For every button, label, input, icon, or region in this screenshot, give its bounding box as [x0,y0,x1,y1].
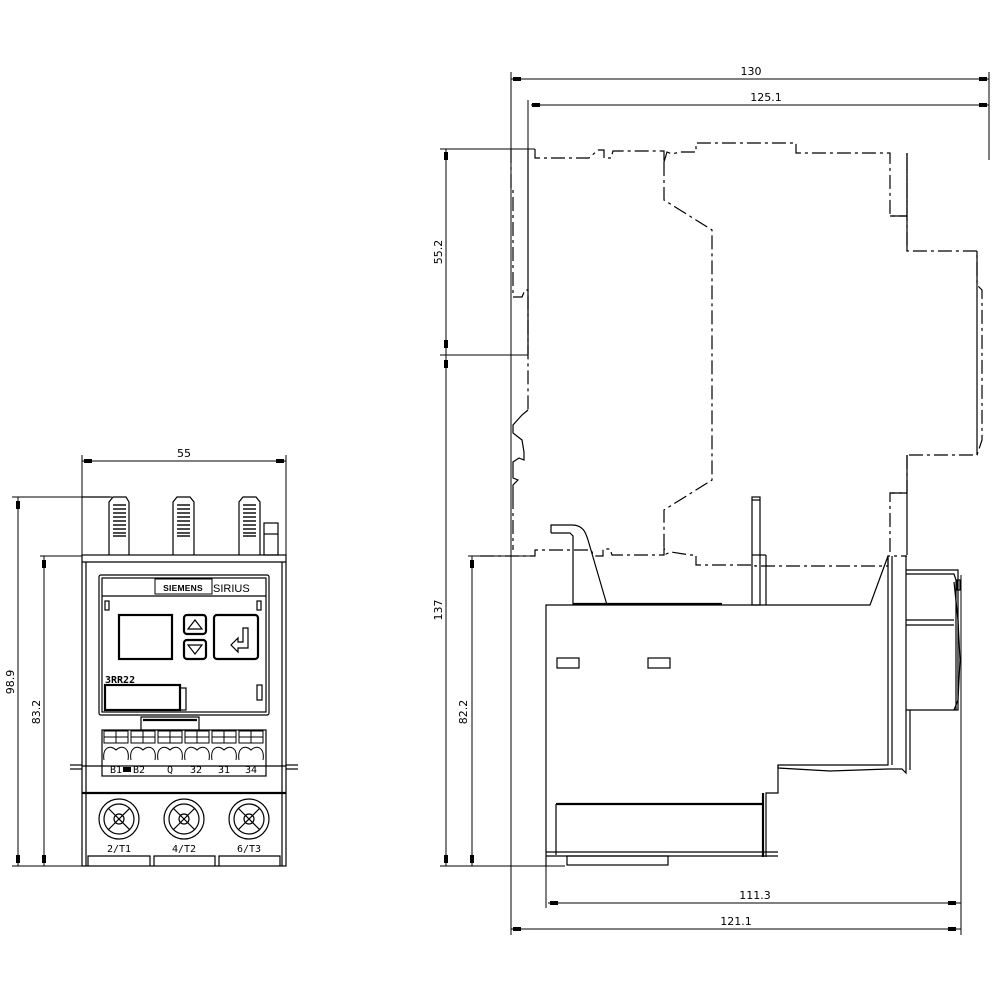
aux-terminal-label: B2 [133,765,145,776]
dimension-label-overall-depth: 130 [741,65,762,78]
enter-button[interactable] [212,613,260,661]
aux-terminal-label: 34 [245,765,257,776]
auxiliary-post [263,522,279,556]
label-plate [103,683,182,712]
main-terminal-label: 2/T1 [107,844,131,855]
dimension-side-overall-height: 137 [432,355,565,867]
main-terminal-label: 4/T2 [172,844,196,855]
model-label: 3RR22 [105,675,135,686]
side-view: 130 125.1 55.2 137 [432,65,990,935]
terminal-screw-icon [228,798,270,840]
dimension-side-top-height: 55.2 [432,148,535,356]
product-name: SIRIUS [213,583,250,595]
aux-terminal-label: 31 [218,765,230,776]
aux-terminal-block: B1 B2 Q 32 31 34 [101,729,267,777]
dimension-label-body-height: 83.2 [30,700,43,725]
dimension-side-relay-depth: 111.3 [545,575,962,935]
terminal-tab-3 [238,496,261,555]
top-terminal-tabs [82,496,279,556]
terminal-screw-icon [163,798,205,840]
front-panel: SIEMENS SIRIUS 3RR22 [98,574,270,731]
dimension-front-overall-height: 98.9 [4,496,112,867]
dimension-side-contactor-depth: 125.1 [527,91,989,150]
aux-terminal-label: 32 [190,765,202,776]
dimension-label-top-height: 55.2 [432,240,445,265]
relay-body [70,554,298,867]
dimension-label-width: 55 [177,447,191,460]
aux-terminal-label: B1 [110,765,122,776]
dimension-front-width: 55 [81,447,287,556]
terminal-tab-1 [108,496,130,555]
aux-terminal-label: Q [167,765,173,776]
up-arrow-button[interactable] [182,613,208,636]
brand-logo-box [154,578,213,595]
brand-logo: SIEMENS [163,583,203,593]
dimension-front-body-height: 83.2 [30,555,82,866]
main-terminal-label: 6/T3 [237,844,261,855]
relay-side-body [545,496,961,866]
indicator-slot [647,657,671,669]
front-view: 55 98.9 83.2 [4,447,298,867]
dimension-side-relay-height: 82.2 [457,555,530,866]
dimension-side-base-depth: 121.1 [510,300,961,935]
dimension-label-base-depth: 121.1 [720,915,752,928]
dimension-label-overall-height: 137 [432,600,445,621]
dimension-label-overall-height: 98.9 [4,670,17,695]
indicator-slot [556,657,580,669]
terminal-tab-2 [172,496,195,555]
lcd-display [117,613,174,661]
dimension-label-relay-depth: 111.3 [739,889,771,902]
terminal-screw-icon [98,798,140,840]
down-arrow-button[interactable] [182,638,208,661]
contactor-phantom-outline [480,142,983,567]
main-terminals: 2/T1 4/T2 6/T3 [87,798,281,866]
dimension-label-contactor-depth: 125.1 [750,91,782,104]
dimension-label-relay-height: 82.2 [457,700,470,725]
